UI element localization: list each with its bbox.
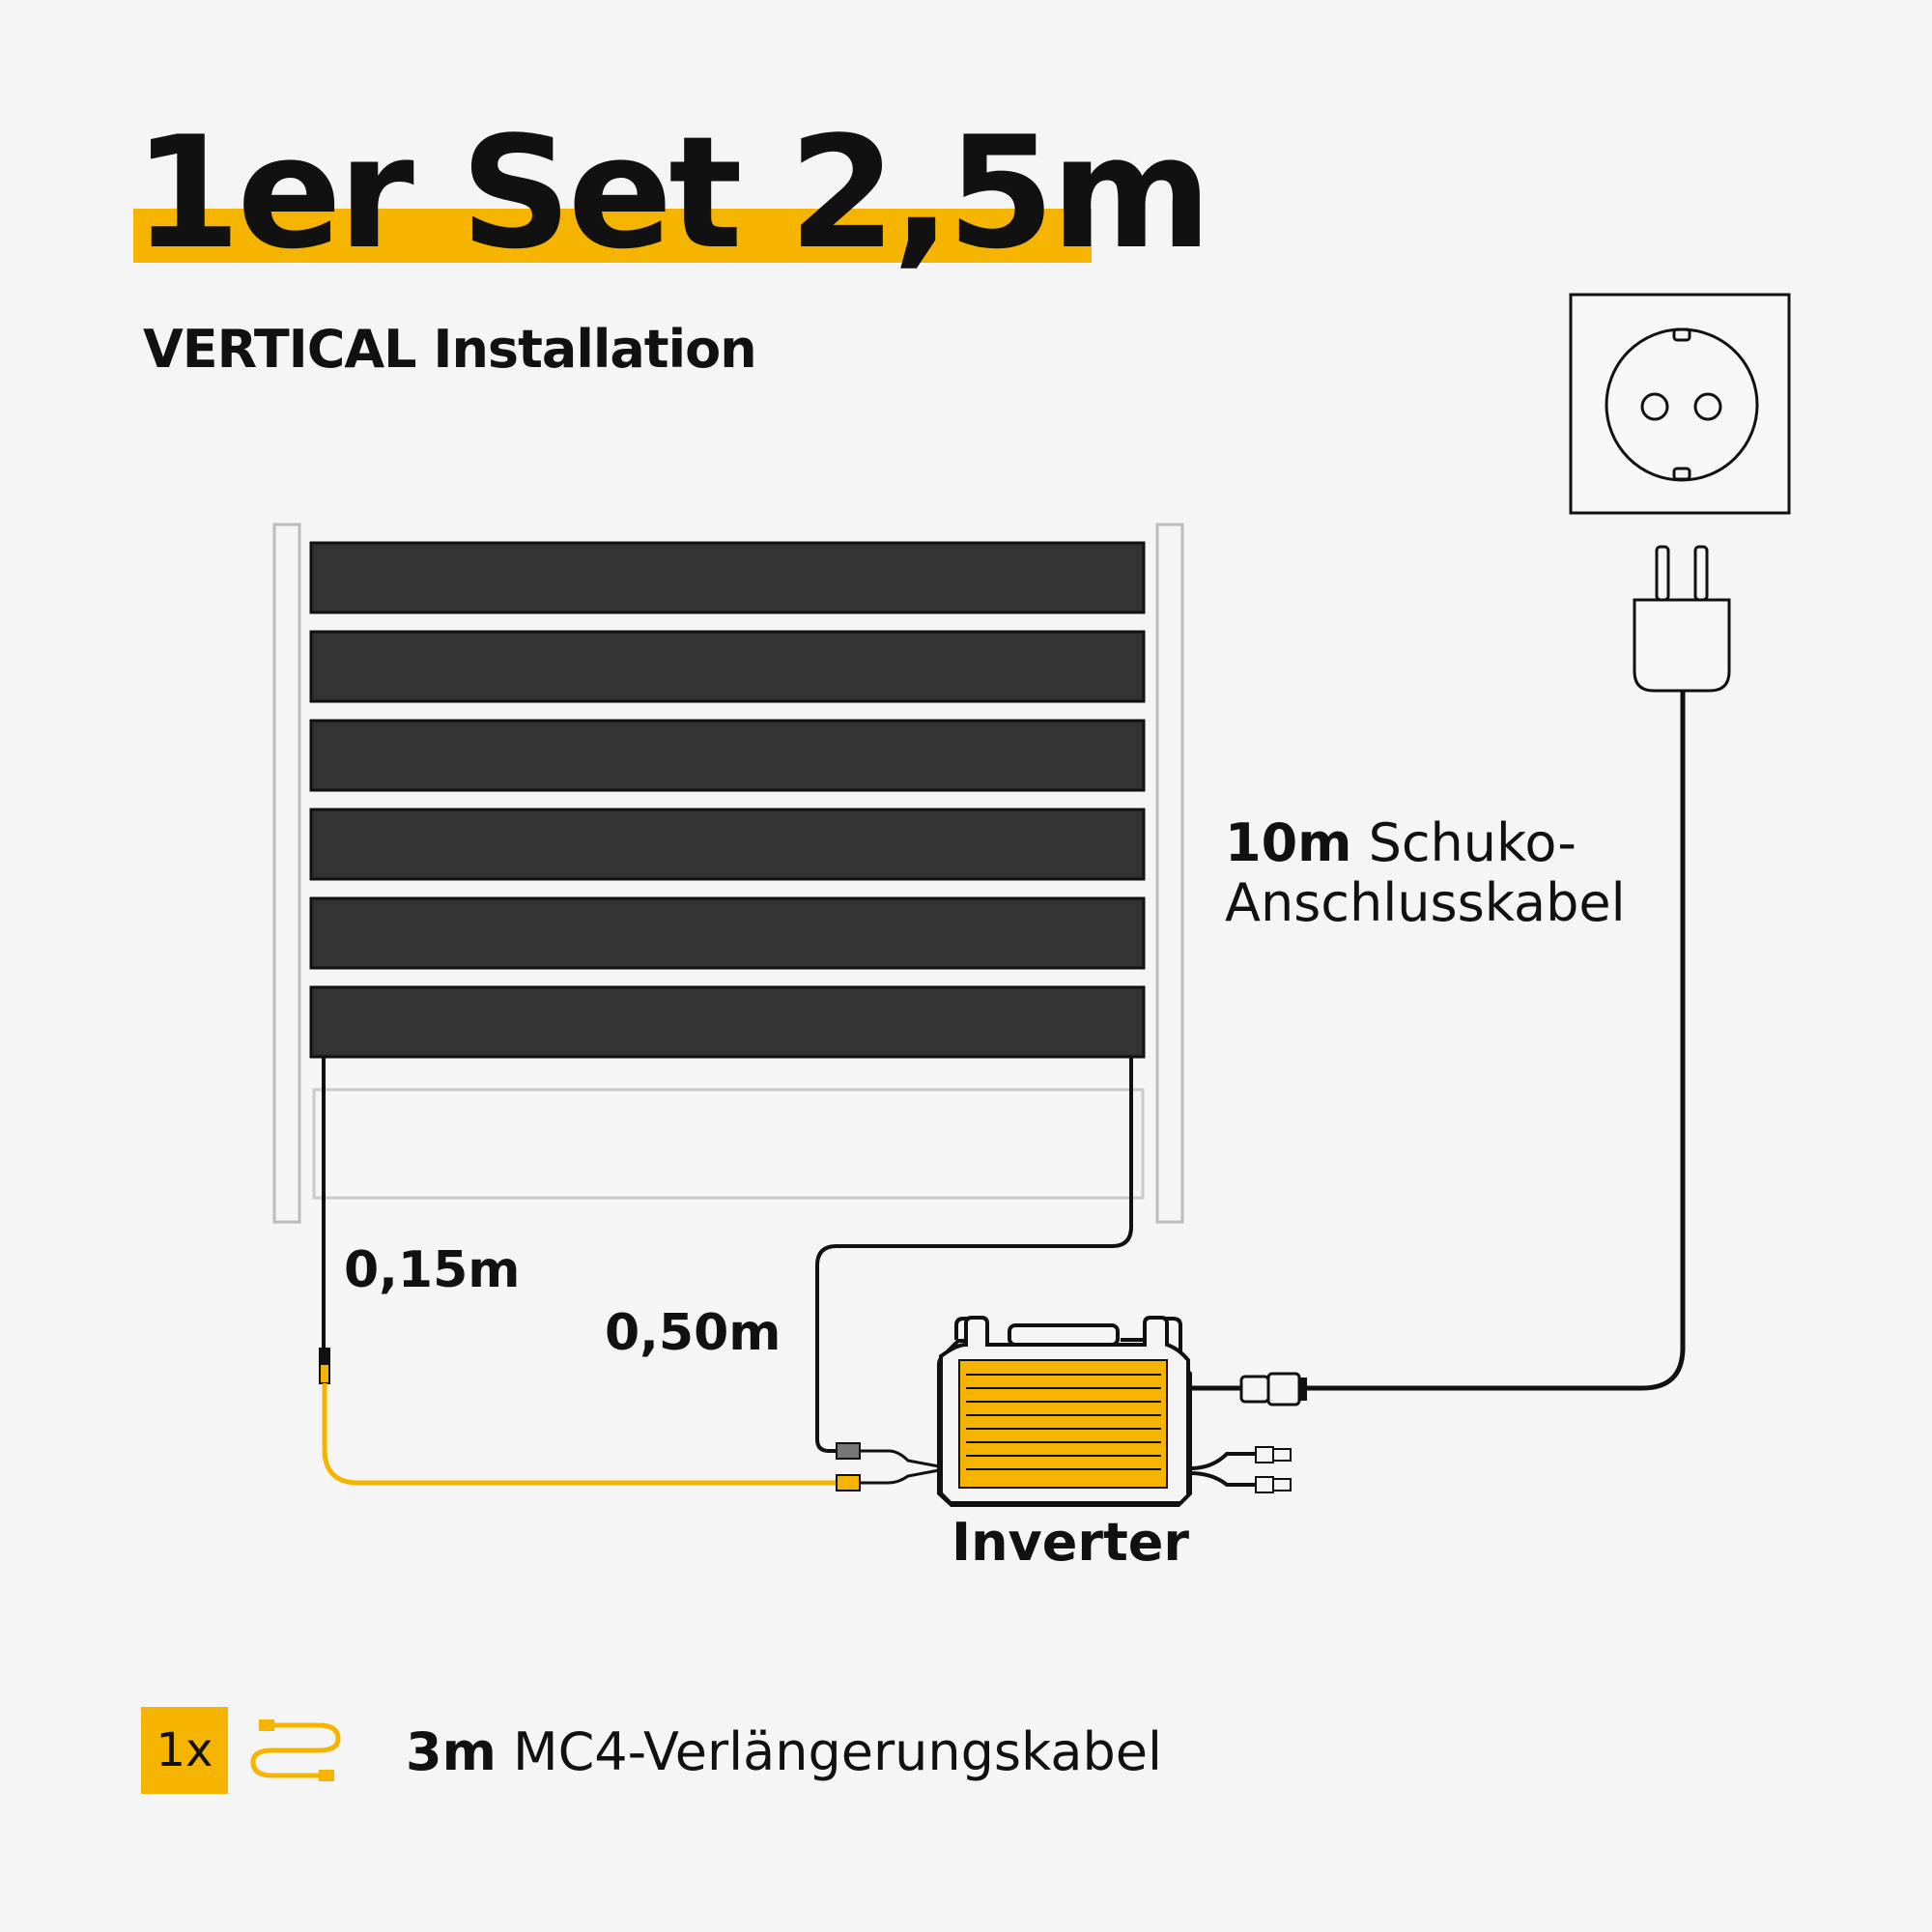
inverter-input-wires [860, 1449, 940, 1485]
empty-slot [312, 1088, 1145, 1200]
extension-cable [322, 1383, 840, 1486]
schuko-cable-text-2: Anschlusskabel [1225, 872, 1626, 933]
inverter-icon [937, 1316, 1192, 1507]
solar-strip [309, 630, 1146, 703]
schuko-cable-text: Schuko- [1368, 812, 1577, 873]
solar-strip [309, 719, 1146, 792]
wall-socket-icon [1569, 293, 1791, 515]
mc4-connector [319, 1348, 330, 1363]
quantity-badge: 1x [141, 1707, 228, 1794]
short-cable-length: 0,15m [344, 1241, 521, 1299]
accessory-length: 3m [406, 1721, 497, 1782]
title-highlight [133, 209, 1092, 263]
schuko-cable-label: 10m Schuko- Anschlusskabel [1225, 813, 1626, 933]
solar-strip [309, 985, 1146, 1059]
trunk-wires [1189, 1452, 1256, 1487]
solar-panels [309, 541, 1146, 1059]
ac-connector [1266, 1372, 1301, 1406]
ac-connector-end [1299, 1378, 1307, 1401]
page-title: 1er Set 2,5m [133, 102, 1212, 283]
ac-connector [1239, 1375, 1270, 1404]
solar-strip [309, 541, 1146, 614]
mc4-connector [319, 1363, 330, 1384]
trunk-connector [1255, 1446, 1274, 1463]
accessory-name: MC4-Verlängerungskabel [513, 1721, 1162, 1782]
inverter-label: Inverter [952, 1512, 1190, 1573]
trunk-connector [1272, 1448, 1292, 1462]
right-rail [1155, 523, 1184, 1224]
trunk-connector [1272, 1478, 1292, 1492]
schuko-cable [1307, 691, 1686, 1391]
left-rail [272, 523, 301, 1224]
accessory-label: 3m MC4-Verlängerungskabel [406, 1721, 1162, 1782]
page-subtitle: VERTICAL Installation [143, 319, 757, 380]
mc4-cable-icon [250, 1719, 341, 1781]
solar-strip [309, 808, 1146, 881]
schuko-plug-icon [1633, 545, 1731, 693]
trunk-connector [1255, 1476, 1274, 1493]
dc-connector [836, 1474, 861, 1492]
dc-connector [836, 1442, 861, 1460]
schuko-cable-length: 10m [1225, 812, 1352, 873]
long-cable-length: 0,50m [605, 1304, 781, 1362]
long-cable [815, 1057, 1133, 1453]
solar-strip [309, 896, 1146, 970]
